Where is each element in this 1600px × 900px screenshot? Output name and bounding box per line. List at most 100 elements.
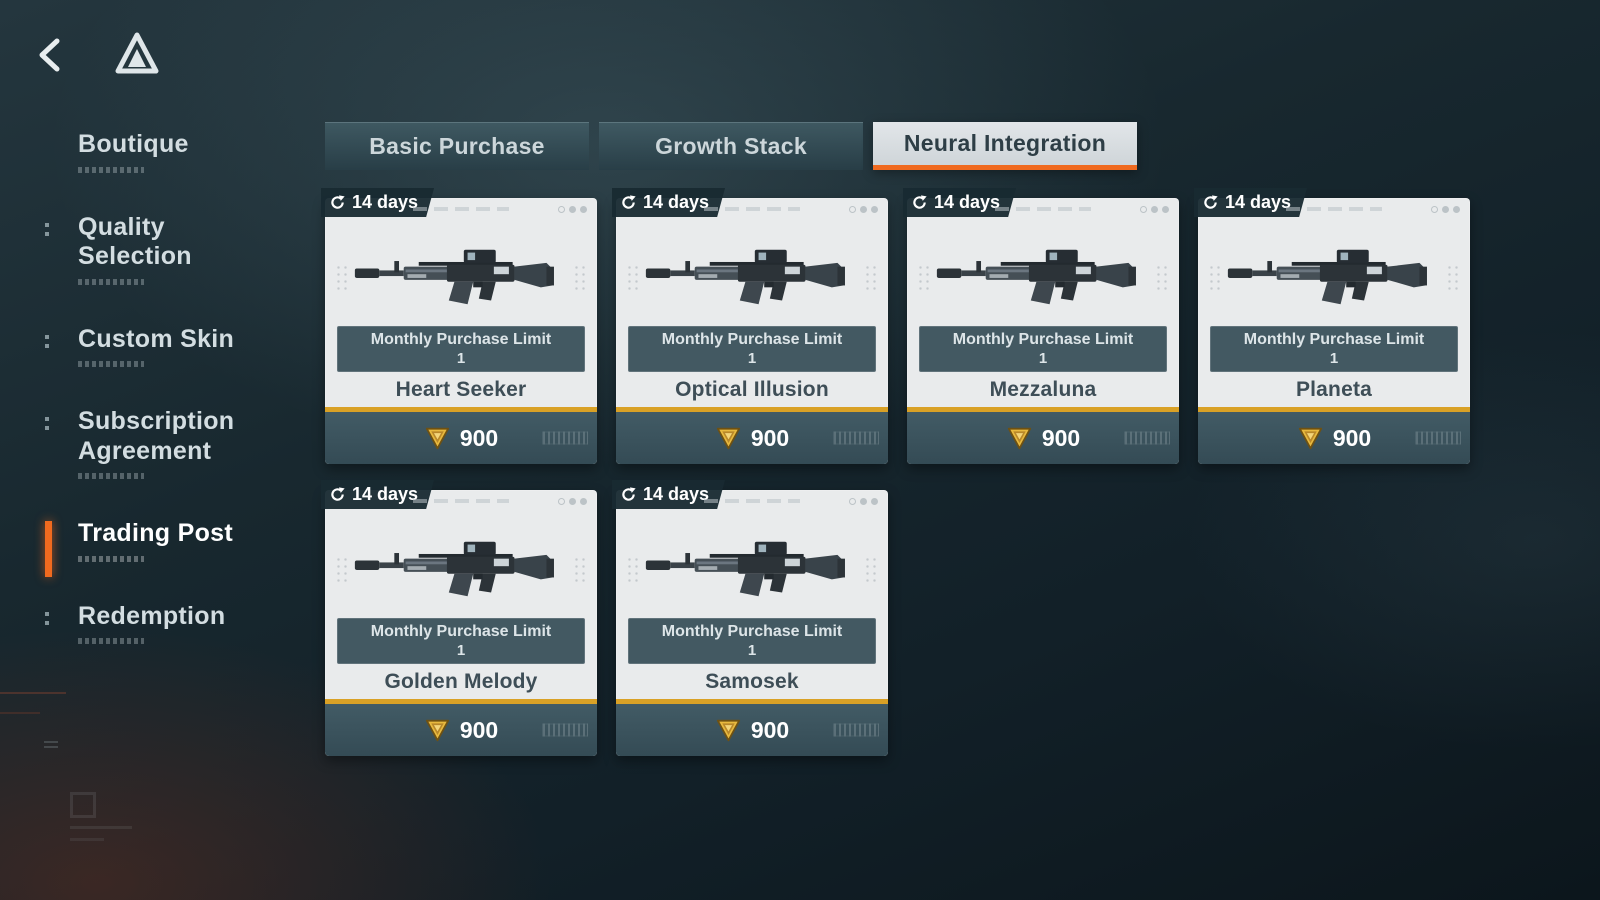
card-corner-dots — [1140, 206, 1169, 213]
sidebar-item[interactable]: Quality Selection — [45, 213, 278, 285]
back-button[interactable] — [30, 34, 72, 76]
coin-icon — [716, 719, 740, 741]
sidebar-item-decor — [78, 166, 144, 173]
tab[interactable]: Neural Integration — [873, 122, 1137, 170]
refresh-badge: 14 days — [612, 188, 726, 217]
sidebar-item[interactable]: Boutique — [78, 130, 278, 173]
tab-bar: Basic Purchase Growth Stack Neural Integ… — [325, 122, 1137, 170]
product-grid: 14 days — [321, 188, 1470, 756]
sidebar-item-decor — [78, 361, 144, 367]
price-value: 900 — [459, 424, 499, 451]
tab-label: Basic Purchase — [369, 132, 545, 159]
tab-label: Growth Stack — [655, 132, 807, 159]
gold-divider — [325, 699, 597, 704]
item-name: Optical Illusion — [675, 377, 829, 401]
refresh-label: 14 days — [352, 192, 419, 212]
purchase-limit-value: 1 — [1038, 349, 1048, 367]
price-bar[interactable]: 900 — [325, 704, 597, 756]
refresh-icon — [1204, 195, 1218, 209]
refresh-badge: 14 days — [1194, 188, 1308, 217]
sidebar-item-label: Custom Skin — [78, 324, 235, 353]
refresh-icon — [622, 487, 636, 501]
dot-grid-right — [1446, 264, 1460, 290]
refresh-label: 14 days — [643, 192, 710, 212]
dot-grid-left — [335, 556, 349, 582]
gold-divider — [907, 407, 1179, 412]
sidebar-item-decor — [78, 555, 144, 562]
product-card[interactable]: 14 days — [612, 188, 888, 464]
refresh-badge: 14 days — [612, 480, 726, 509]
sidebar-item[interactable]: Subscription Agreement — [45, 407, 278, 479]
purchase-limit-label: Monthly Purchase Limit — [1243, 331, 1425, 349]
refresh-label: 14 days — [643, 484, 710, 504]
sidebar-item-decor — [78, 638, 144, 644]
refresh-icon — [331, 487, 345, 501]
sidebar-item[interactable]: Redemption — [45, 601, 278, 644]
purchase-limit-banner: Monthly Purchase Limit 1 — [628, 618, 876, 664]
purchase-limit-label: Monthly Purchase Limit — [661, 623, 843, 641]
tab[interactable]: Basic Purchase — [325, 122, 589, 170]
sidebar-item[interactable]: Trading Post — [45, 519, 278, 577]
card-top-decor — [704, 207, 800, 211]
sidebar-item-label: Redemption — [78, 601, 226, 630]
barcode-decor — [833, 723, 879, 737]
dot-grid-right — [573, 556, 587, 582]
coin-icon — [1298, 427, 1322, 449]
purchase-limit-banner: Monthly Purchase Limit 1 — [1210, 326, 1458, 372]
sidebar-item-label: Boutique — [78, 130, 189, 158]
dot-grid-right — [1155, 264, 1169, 290]
coin-icon — [1007, 427, 1031, 449]
card-top-decor — [1286, 207, 1382, 211]
price-bar[interactable]: 900 — [1198, 412, 1470, 464]
purchase-limit-value: 1 — [747, 349, 757, 367]
edge-dash-decor — [44, 738, 58, 748]
watermark-line-decor — [70, 838, 104, 841]
dot-grid-left — [1208, 264, 1222, 290]
purchase-limit-value: 1 — [456, 349, 466, 367]
product-card[interactable]: 14 days — [321, 188, 597, 464]
item-name: Planeta — [1295, 377, 1373, 401]
watermark-box-decor — [70, 792, 96, 818]
purchase-limit-label: Monthly Purchase Limit — [370, 331, 552, 349]
card-top: Monthly Purchase Limit 1 — [616, 490, 888, 664]
purchase-limit-label: Monthly Purchase Limit — [661, 331, 843, 349]
card-top-decor — [995, 207, 1091, 211]
product-card[interactable]: 14 days — [321, 480, 597, 756]
card-corner-dots — [558, 498, 587, 505]
barcode-decor — [542, 723, 588, 737]
item-name: Samosek — [705, 669, 799, 693]
weapon-image — [645, 541, 845, 597]
game-logo-icon — [113, 30, 161, 78]
price-value: 900 — [750, 424, 790, 451]
weapon-image — [354, 249, 554, 305]
price-value: 900 — [1332, 424, 1372, 451]
product-card[interactable]: 14 days — [612, 480, 888, 756]
card-top-decor — [413, 207, 509, 211]
sidebar-item[interactable]: Custom Skin — [45, 324, 278, 367]
refresh-badge: 14 days — [321, 480, 435, 509]
refresh-label: 14 days — [934, 192, 1001, 212]
price-bar[interactable]: 900 — [907, 412, 1179, 464]
sidebar-item-decor — [78, 278, 144, 285]
item-name: Golden Melody — [384, 669, 538, 693]
item-name: Mezzaluna — [989, 377, 1097, 401]
gold-divider — [616, 407, 888, 412]
tab[interactable]: Growth Stack — [599, 122, 863, 170]
purchase-limit-banner: Monthly Purchase Limit 1 — [919, 326, 1167, 372]
product-card[interactable]: 14 days — [1194, 188, 1470, 464]
product-card[interactable]: 14 days — [903, 188, 1179, 464]
background-scratch-decor — [0, 692, 66, 694]
barcode-decor — [1415, 431, 1461, 445]
refresh-icon — [622, 195, 636, 209]
price-bar[interactable]: 900 — [616, 412, 888, 464]
gold-divider — [616, 699, 888, 704]
card-top: Monthly Purchase Limit 1 — [325, 198, 597, 372]
coin-icon — [716, 427, 740, 449]
dot-grid-right — [573, 264, 587, 290]
purchase-limit-banner: Monthly Purchase Limit 1 — [337, 326, 585, 372]
refresh-badge: 14 days — [321, 188, 435, 217]
card-top-decor — [704, 499, 800, 503]
purchase-limit-label: Monthly Purchase Limit — [370, 623, 552, 641]
price-bar[interactable]: 900 — [325, 412, 597, 464]
price-bar[interactable]: 900 — [616, 704, 888, 756]
